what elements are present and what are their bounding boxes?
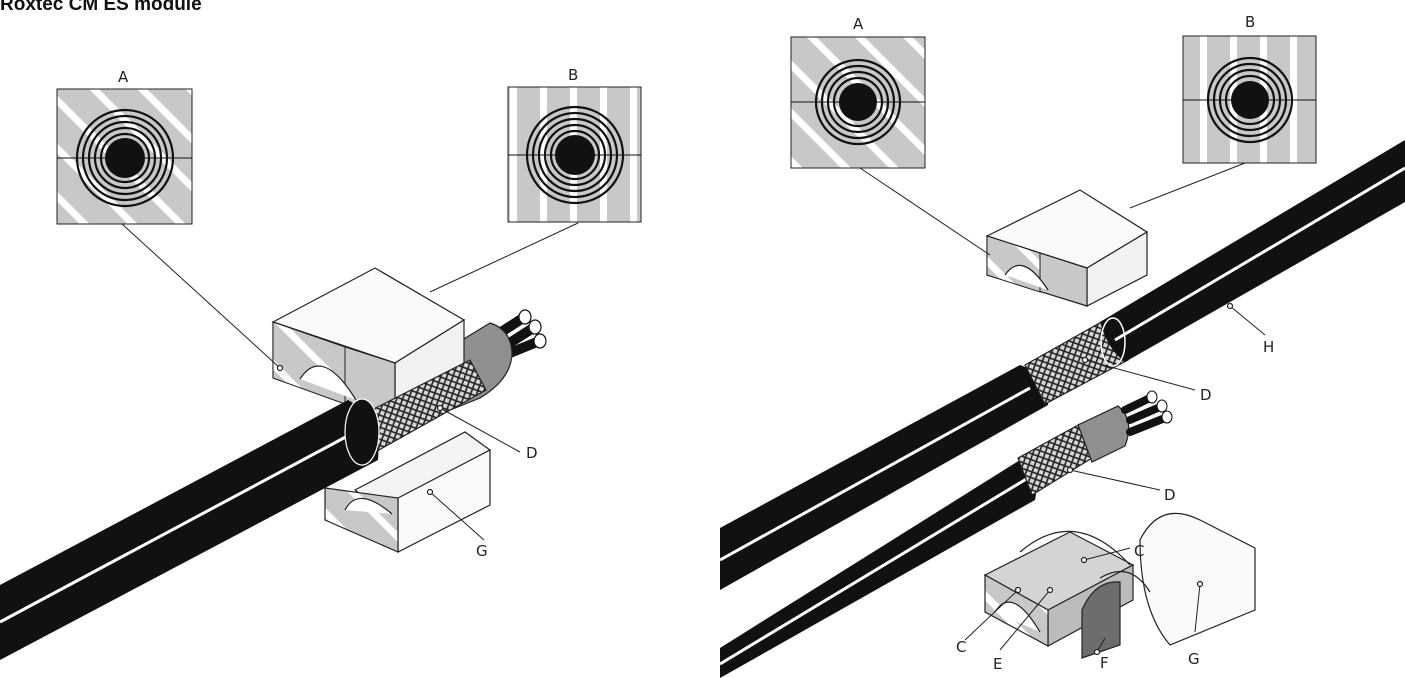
right-label-d-upper: D <box>1200 386 1212 404</box>
right-label-b: B <box>1245 13 1255 31</box>
left-label-b: B <box>568 66 578 84</box>
right-label-e: E <box>993 655 1002 673</box>
left-label-g: G <box>476 542 488 560</box>
right-label-d-lower: D <box>1164 486 1176 504</box>
right-detail-a-square <box>790 36 926 169</box>
right-label-c-upper: C <box>1134 542 1144 560</box>
left-detail-a-square <box>56 88 193 225</box>
right-label-g: G <box>1188 650 1200 668</box>
right-label-h: H <box>1263 338 1274 356</box>
right-lower-cable <box>719 390 1173 678</box>
right-floating-module <box>985 189 1149 307</box>
left-lower-module <box>324 431 492 553</box>
right-label-c-lower: C <box>956 638 966 656</box>
right-label-a: A <box>853 15 864 33</box>
right-label-f: F <box>1100 654 1109 672</box>
diagram-title: Roxtec CM ES module <box>0 0 202 15</box>
right-illustration: A B H D D C C E F G <box>719 13 1405 678</box>
right-split-module <box>983 512 1256 659</box>
left-label-d: D <box>526 444 538 462</box>
right-upper-cable <box>719 140 1405 590</box>
left-illustration: A B D G <box>0 66 642 660</box>
left-label-a: A <box>118 68 129 86</box>
right-detail-b-square <box>1182 35 1317 164</box>
left-detail-b-square <box>507 86 642 223</box>
left-cable <box>0 398 380 660</box>
